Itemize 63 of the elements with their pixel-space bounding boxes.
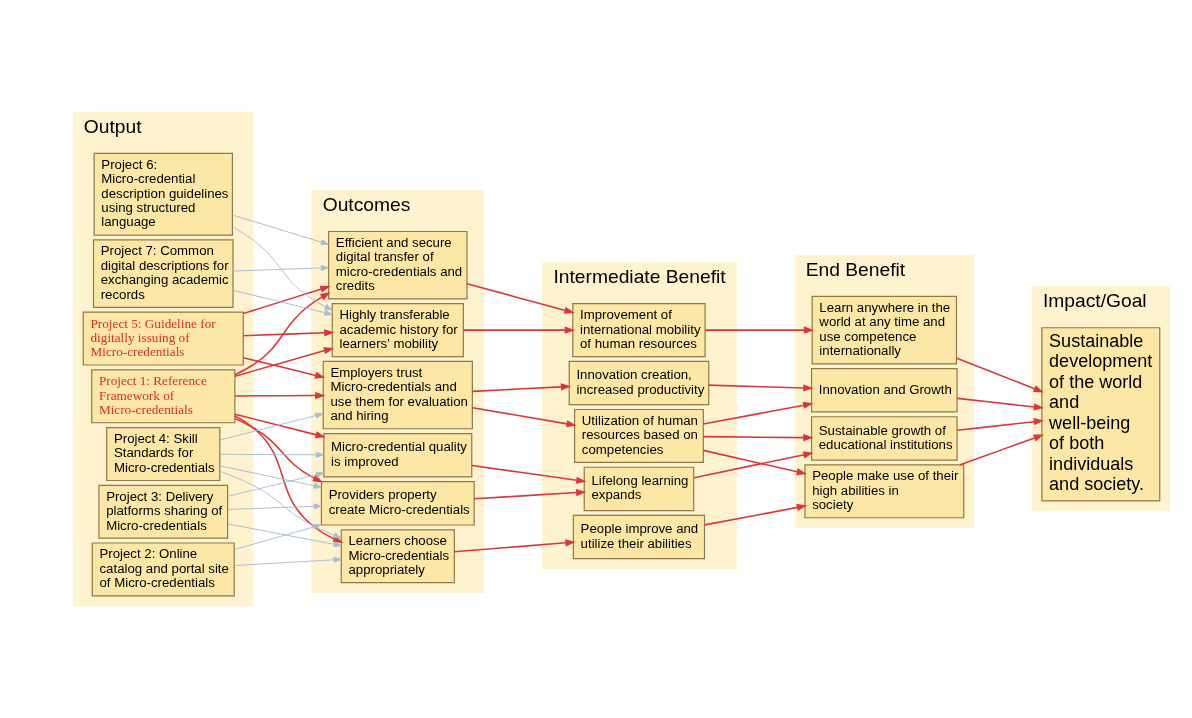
arrow (219, 412, 324, 441)
node-box: Project 7: Common digital descriptions for exchanging academic records (92, 239, 234, 308)
arrow (693, 451, 814, 479)
arrow (242, 285, 331, 315)
arrow (227, 523, 342, 548)
arrow (702, 433, 814, 442)
node-box: Efficient and secure digital transfer of micro-credentials and credits (328, 230, 468, 300)
node-box: Improvement of international mobility of human resources (572, 303, 706, 358)
arrow (233, 556, 342, 566)
node-box: Project 5: Guideline for digitally issuing of Micro-credentials (82, 311, 244, 366)
arrow (471, 406, 577, 428)
arrow (956, 397, 1045, 411)
node-box: Project 4: Skill Standards for Micro-credentials (106, 426, 221, 482)
arrow (233, 523, 322, 550)
arrow (702, 401, 814, 425)
node-box: Innovation and Growth (810, 368, 958, 413)
arrow (471, 383, 572, 393)
arrow (473, 489, 587, 500)
arrow (702, 449, 807, 476)
arrow (219, 451, 324, 458)
node-box: Utilization of human resources based on competencies (574, 408, 704, 464)
node-box: Lifelong learning expands (583, 466, 695, 512)
node-box: Employers trust Micro-credentials and use them for evaluation and hiring (322, 360, 473, 430)
arrow (242, 329, 335, 337)
arrow (956, 418, 1045, 432)
arrow (234, 413, 326, 439)
arrow (466, 282, 575, 314)
arrow (234, 391, 326, 400)
node-box: Sustainable growth of educational institutions (810, 416, 958, 461)
node-box: People make use of their high abilities in society (804, 464, 965, 519)
node-box: Project 1: Reference Framework of Micro-credentials (91, 369, 236, 424)
arrow (232, 226, 333, 311)
node-box: People improve and utilize their abilities (572, 514, 706, 560)
arrow (959, 434, 1044, 466)
arrow (227, 471, 325, 497)
arrow (234, 415, 344, 543)
arrow (232, 289, 333, 316)
arrow (471, 464, 587, 484)
node-box: Learners choose Micro-credentials appropriately (340, 529, 455, 584)
arrow (453, 539, 576, 553)
arrow (242, 357, 326, 379)
arrow (234, 292, 331, 376)
arrow (234, 347, 335, 377)
node-box: Project 6: Micro-credential description guidelines using structured language (93, 152, 233, 236)
arrow (219, 465, 322, 489)
arrow (232, 264, 329, 272)
node-box: Micro-credential quality is improved (323, 432, 473, 478)
arrow (232, 214, 329, 246)
node-box: Highly transferable academic history for learners' mobility (331, 303, 464, 358)
node-box: Project 3: Delivery platforms sharing of Micro-credentials (98, 484, 229, 539)
arrow (227, 503, 322, 510)
arrow (704, 326, 815, 334)
arrow (234, 417, 324, 483)
arrow (462, 326, 576, 334)
node-box: Innovation creation, increased productivity (568, 360, 710, 406)
arrow (956, 357, 1044, 393)
node-box: Sustainable development of the world and well-being of both individuals and society. (1041, 327, 1161, 502)
arrow (219, 470, 342, 539)
arrow (708, 384, 814, 392)
node-box: Project 2: Online catalog and portal site of Micro-credentials (91, 542, 235, 597)
arrow (703, 503, 808, 526)
node-box: Learn anywhere in the world at any time and use competence internationally (811, 295, 958, 365)
node-box: Providers property create Micro-credentials (320, 481, 475, 526)
